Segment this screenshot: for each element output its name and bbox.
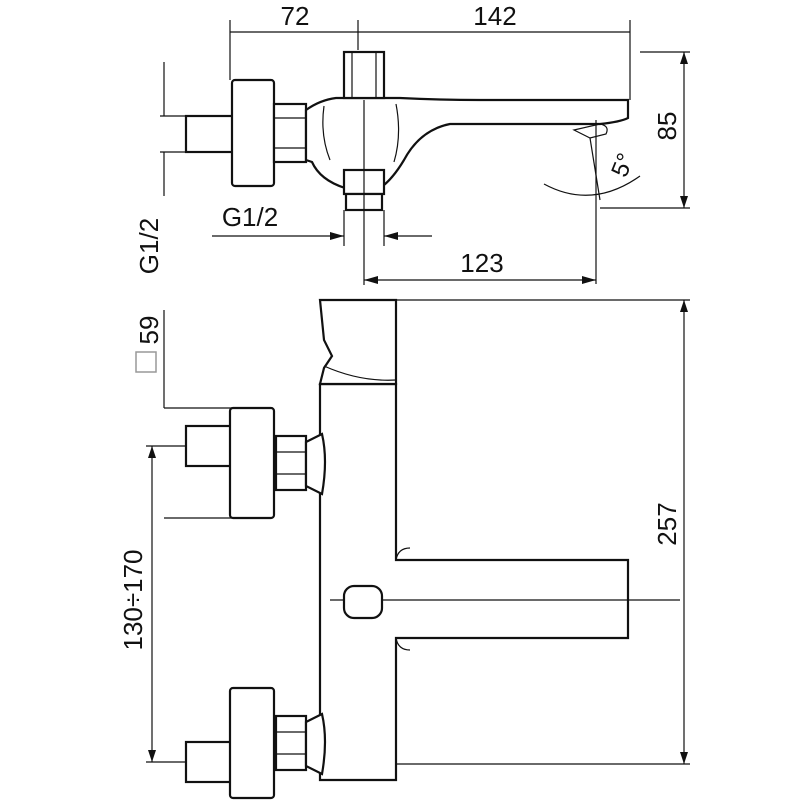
front-lower-rosette: [228, 686, 276, 800]
front-upper-pipe: [184, 424, 236, 468]
dim-123-label: 123: [460, 248, 503, 278]
front-view: 130÷170 257: [118, 298, 690, 800]
dim-g12-top-label: G1/2: [222, 202, 278, 232]
front-lower-nut: [274, 714, 308, 772]
dim-85-label: 85: [652, 112, 682, 141]
dim-130-170-label: 130÷170: [118, 549, 148, 650]
square-symbol: [135, 351, 157, 373]
front-upper-nut: [274, 434, 308, 492]
front-top-cap: [318, 298, 398, 386]
dim-257-label: 257: [652, 502, 682, 545]
dim-59-label: 59: [134, 316, 164, 345]
front-body-column: [318, 382, 630, 782]
dim-142-label: 142: [473, 1, 516, 31]
front-upper-rosette: [228, 406, 276, 520]
dim-5deg-label: 5°: [606, 149, 640, 180]
top-wall-rosette: [230, 78, 276, 188]
dim-72-label: 72: [281, 1, 310, 31]
top-hex-nut: [272, 102, 308, 164]
front-diverter-knob: [342, 584, 384, 620]
dim-g12-side-label: G1/2: [134, 218, 164, 274]
top-handle: [342, 50, 386, 100]
top-view: 72 142 85: [160, 1, 690, 285]
top-wall-connector-pipe: [184, 114, 236, 154]
front-lower-pipe: [184, 740, 236, 784]
